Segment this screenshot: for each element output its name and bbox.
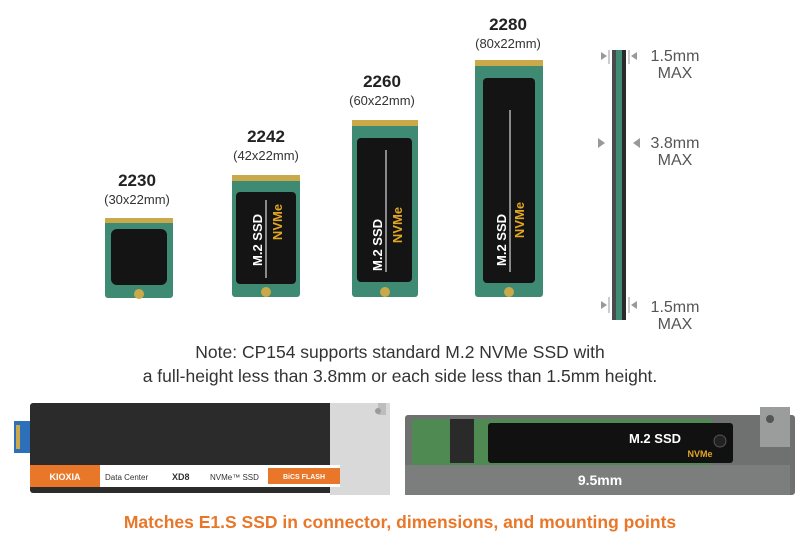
thickness-top: 1.5mm MAX [640,48,710,82]
ssd-2280-label-main: M.2 SSD [494,214,509,266]
thickness-middle-unit: MAX [657,152,693,169]
e1s-flash: BiCS FLASH [283,474,325,481]
size-dims-2280: (80x22mm) [475,36,541,51]
thickness-bottom: 1.5mm MAX [640,299,710,333]
note-line-1: Note: CP154 supports standard M.2 NVMe S… [195,342,605,362]
ssd-2260-label-sub: NVMe [390,207,405,243]
size-dims-2260: (60x22mm) [349,93,415,108]
e1s-interface: NVMe™ SSD [210,473,259,482]
ssd-2242-label-sub: NVMe [270,204,285,240]
size-dims-2242: (42x22mm) [233,148,299,163]
size-name-2242: 2242 [247,127,285,146]
size-dims-2230: (30x22mm) [104,192,170,207]
ssd-2242: M.2 SSD NVMe [232,175,300,297]
enclosure-thickness: 9.5mm [578,472,622,488]
ssd-2260-label-main: M.2 SSD [370,219,385,271]
thickness-middle-value: 3.8mm [650,135,700,152]
e1s-brand: KIOXIA [49,472,81,482]
ssd-2230 [105,218,173,299]
thickness-top-unit: MAX [657,65,693,82]
note-line-2: a full-height less than 3.8mm or each si… [142,366,658,386]
ssd-2242-label-main: M.2 SSD [250,214,265,266]
compatibility-note: Note: CP154 supports standard M.2 NVMe S… [0,340,800,388]
enclosure-label-sub: NVMe [687,449,712,459]
thickness-bottom-unit: MAX [657,316,693,333]
enclosure-label-main: M.2 SSD [629,431,681,446]
size-name-2280: 2280 [489,15,527,34]
e1s-model: XD8 [172,472,190,482]
ssd-2280-label-sub: NVMe [512,202,527,238]
size-name-2260: 2260 [363,72,401,91]
thickness-bottom-value: 1.5mm [650,299,700,316]
bottom-products-illustration: KIOXIA Data Center XD8 NVMe™ SSD BiCS FL… [14,403,795,495]
size-name-2230: 2230 [118,171,156,190]
e1s-drive: KIOXIA Data Center XD8 NVMe™ SSD BiCS FL… [14,403,390,495]
e1s-category: Data Center [105,473,148,482]
caption: Matches E1.S SSD in connector, dimension… [123,512,677,532]
ssd-side-view [598,50,640,320]
thickness-top-value: 1.5mm [650,48,700,65]
m2-enclosure: M.2 SSD NVMe 9.5mm [405,407,795,495]
ssd-2260: M.2 SSD NVMe [352,120,418,297]
thickness-middle: 3.8mm MAX [640,135,710,169]
ssd-2280: M.2 SSD NVMe [475,60,543,297]
m2-modules-illustration: M.2 SSD NVMe M.2 SSD NVMe M.2 SSD NVMe [105,50,640,320]
